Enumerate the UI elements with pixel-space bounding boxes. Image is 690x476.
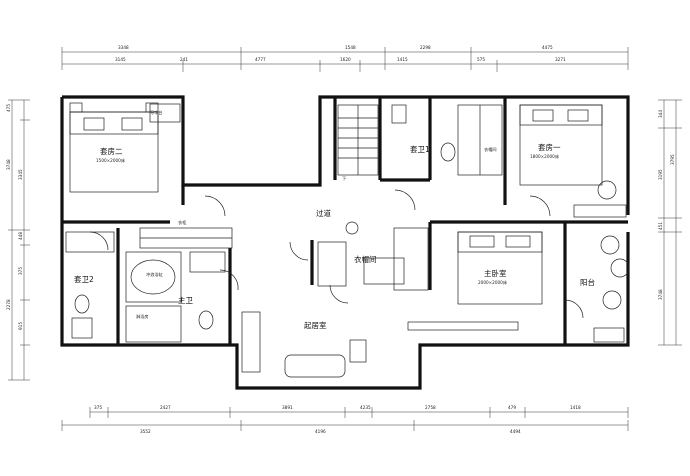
dim-top-inner-1: 3145 (115, 57, 126, 62)
dim-top-3: 2298 (420, 45, 431, 50)
dim-right-1: 344 (658, 110, 663, 118)
dim-left-1: 475 (6, 104, 11, 112)
furniture (65, 102, 630, 378)
dim-top-4: 4475 (542, 45, 553, 50)
dim-bottom-outer-3: 4494 (510, 429, 521, 434)
dim-right-3: 3195 (658, 169, 663, 180)
walls (60, 95, 630, 390)
label-corridor: 过道 (316, 208, 331, 218)
label-main-bath: 主卫 (178, 295, 193, 305)
dimension-labels: 3348 1548 2298 4475 3145 241 4777 1620 1… (6, 45, 675, 434)
dim-top-inner-7: 3271 (555, 57, 566, 62)
dim-right-4: 451 (658, 222, 663, 230)
dim-top-inner-6: 575 (477, 57, 485, 62)
dim-top-1: 3348 (118, 45, 129, 50)
dim-top-2: 1548 (345, 45, 356, 50)
dim-left-5: 2278 (6, 299, 11, 310)
label-living: 起居室 (304, 320, 327, 330)
dim-bottom-inner-6: 479 (508, 405, 516, 410)
dim-left-3: 3345 (18, 169, 23, 180)
dim-left-7: 915 (18, 322, 23, 330)
dim-bottom-inner-3: 3891 (282, 405, 293, 410)
dim-right-2: 3795 (670, 154, 675, 165)
label-desk: 写字台 (150, 109, 163, 116)
label-bath2: 套卫2 (74, 274, 94, 284)
label-wardrobe: 衣柜 (178, 219, 186, 226)
label-master-bed: 2000×2000床 (478, 279, 508, 286)
label-bedroom1: 套房一 (538, 142, 561, 152)
label-closet-room: 衣帽间 (354, 254, 377, 264)
label-balcony: 阳台 (580, 277, 595, 287)
label-stairs-down: 下 (342, 176, 346, 182)
label-bedroom1-bed: 1800×2000床 (530, 153, 560, 160)
dim-bottom-outer-2: 4196 (315, 429, 326, 434)
dim-bottom-inner-7: 1418 (570, 405, 581, 410)
room-labels: 套房二 1500×2000床 写字台 套房一 1800×2000床 套卫1 套卫… (74, 109, 595, 330)
dim-right-5: 3748 (658, 289, 663, 300)
label-bath1: 套卫1 (410, 144, 430, 154)
dim-top-inner-2: 241 (180, 57, 188, 62)
dim-top-inner-5: 1415 (397, 57, 408, 62)
dim-bottom-inner-4: 4235 (360, 405, 371, 410)
label-shower: 淋浴房 (136, 313, 149, 320)
label-bedroom2-bed: 1500×2000床 (96, 157, 126, 164)
dim-left-6: 375 (18, 267, 23, 275)
dim-bottom-inner-1: 375 (94, 405, 102, 410)
dim-bottom-inner-2: 2427 (160, 405, 171, 410)
dim-top-inner-3: 4777 (255, 57, 266, 62)
dim-bottom-outer-1: 3552 (140, 429, 151, 434)
dimension-lines (8, 47, 682, 431)
dim-bottom-inner-5: 2758 (425, 405, 436, 410)
label-master-bedroom: 主卧室 (484, 268, 507, 278)
dim-left-2: 3748 (6, 159, 11, 170)
label-bedroom2: 套房二 (100, 146, 123, 156)
dim-left-4: 448 (18, 232, 23, 240)
label-closet-room-bath1: 衣帽间 (484, 146, 497, 153)
staircase (337, 104, 379, 176)
label-spa-tub: 冲浪浴缸 (146, 271, 164, 278)
dim-top-inner-4: 1620 (340, 57, 351, 62)
